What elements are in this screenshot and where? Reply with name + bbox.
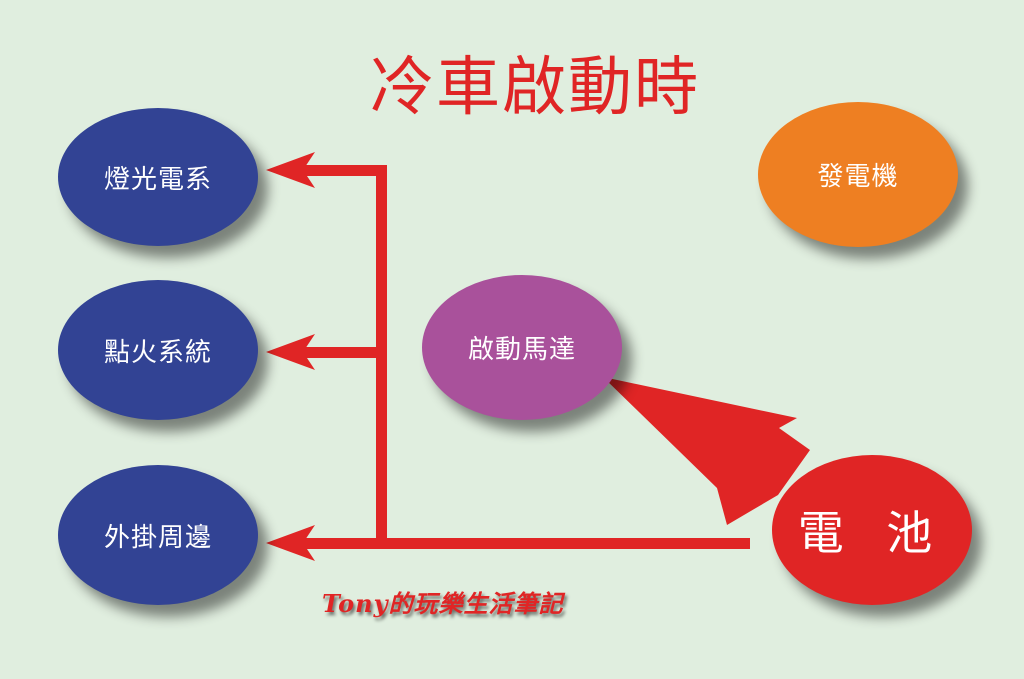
- ignition-system-label: 點火系統: [103, 337, 212, 368]
- generator-label: 發電機: [817, 162, 899, 192]
- arrowhead-lighting: [266, 152, 315, 188]
- lighting-system-node: 燈光電系: [58, 108, 258, 246]
- arrowhead-ignition: [266, 334, 315, 370]
- battery-label: 電 池: [797, 506, 947, 560]
- accessory-node: 外掛周邊: [58, 465, 258, 605]
- ignition-system-node: 點火系統: [58, 280, 258, 420]
- vertical-bus-line: [376, 165, 387, 545]
- generator-node: 發電機: [758, 102, 958, 247]
- battery-to-starter-arrow: [603, 377, 810, 525]
- branch-line-lighting: [300, 165, 387, 176]
- battery-node: 電 池: [772, 455, 972, 605]
- diagram-title: 冷車啟動時: [370, 51, 700, 125]
- watermark: Tony的玩樂生活筆記: [322, 589, 564, 618]
- accessory-label: 外掛周邊: [103, 522, 212, 553]
- branch-line-ignition: [300, 347, 380, 358]
- lighting-system-label: 燈光電系: [103, 164, 212, 195]
- arrowhead-accessory: [266, 525, 315, 561]
- battery-bus-line: [300, 538, 750, 549]
- starter-motor-node: 啟動馬達: [422, 275, 622, 420]
- starter-motor-label: 啟動馬達: [467, 335, 576, 365]
